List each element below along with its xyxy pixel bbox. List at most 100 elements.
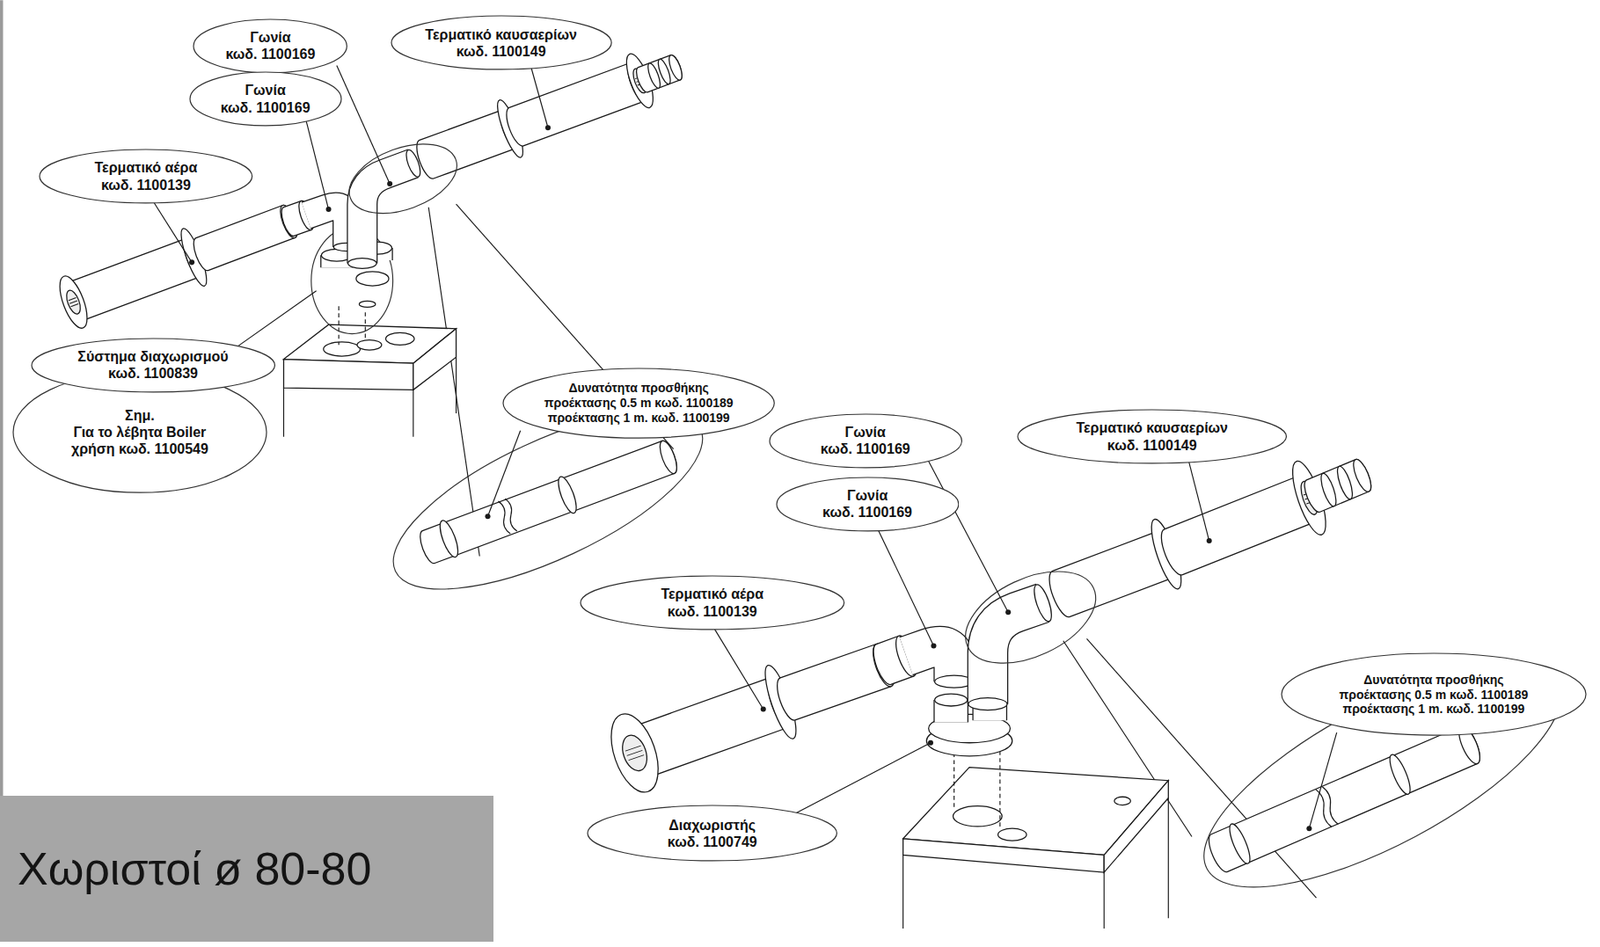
callout-ellipse: Τερματικό αέρα κωδ. 1100139 — [579, 575, 846, 631]
pipe-ring — [1334, 464, 1356, 501]
boiler-edge — [902, 854, 904, 929]
callout-text: Δυνατότητα προσθήκης προέκτασης 0.5 m κω… — [544, 380, 734, 425]
leader-dot — [930, 643, 936, 650]
boiler-edge — [412, 389, 414, 437]
guide-line — [999, 751, 1001, 829]
boiler-edge — [1168, 797, 1169, 919]
zoom-line — [1086, 638, 1316, 899]
callout-shape — [189, 72, 342, 126]
text-line: προέκτασης 0.5 m κωδ. 1100189 — [1339, 687, 1529, 703]
leader-line — [877, 528, 935, 646]
pipe-ring — [1114, 796, 1132, 805]
text-line: κωδ. 1100149 — [1075, 437, 1228, 454]
leader-line — [714, 628, 764, 710]
leader-line — [928, 461, 1009, 614]
pipe — [634, 53, 686, 95]
callout-texts: Σημ. Για το λέβητα Boiler χρήση κωδ. 110… — [71, 407, 209, 459]
pipe-ring — [555, 474, 580, 516]
leader-dot — [545, 124, 551, 131]
leader-line — [306, 120, 329, 210]
pipe — [1205, 723, 1485, 876]
callout-shape — [193, 19, 347, 74]
leader-dot — [927, 740, 934, 746]
callout-shape — [39, 149, 253, 204]
leader-line — [530, 65, 548, 128]
break-line — [1313, 788, 1336, 828]
callout-outline — [586, 804, 838, 863]
callout-texts: Τερματικό αέρα κωδ. 1100139 — [94, 159, 198, 193]
leader-line — [153, 201, 192, 264]
text-line: κωδ. 1100169 — [820, 440, 911, 458]
leader-dot — [760, 706, 767, 712]
callout-text: Διαχωριστής κωδ. 1100749 — [667, 817, 758, 851]
break-mark — [1313, 785, 1342, 829]
pipe — [416, 438, 680, 566]
leader-dot — [1306, 825, 1312, 832]
pipe-body — [416, 438, 680, 566]
pipe-ring — [618, 731, 652, 775]
callout-texts: Σύστημα διαχωρισμού κωδ. 1100839 — [77, 348, 228, 382]
pipe-body — [1205, 723, 1485, 876]
pipe-ring — [348, 258, 377, 270]
callout-ellipse: Διαχωριστής κωδ. 1100749 — [586, 804, 838, 863]
leader-line — [488, 431, 521, 517]
pipe-ring — [54, 272, 94, 332]
callout-texts: Διαχωριστής κωδ. 1100749 — [667, 817, 758, 851]
grille-bar — [69, 300, 78, 304]
text-line: Τερματικό αέρα — [660, 585, 764, 603]
pipe-ring — [1386, 752, 1415, 797]
pipe-ring — [436, 518, 461, 560]
elbow-outline — [306, 206, 347, 248]
text-line: Δυνατότητα προσθήκης — [1339, 672, 1529, 688]
callout-texts: Τερματικό αέρα κωδ. 1100139 — [660, 585, 764, 620]
callout-texts: Γωνία κωδ. 1100169 — [225, 29, 315, 63]
callout-outline — [1016, 409, 1287, 465]
break-mark — [495, 497, 520, 535]
elbow-body — [987, 603, 1044, 705]
boiler-side — [1103, 781, 1169, 873]
break-line — [502, 497, 520, 533]
zoom-outline — [951, 553, 1111, 683]
callout-ellipse: Τερματικό καυσαερίων κωδ. 1100149 — [1016, 409, 1287, 465]
pipe-end — [656, 438, 680, 476]
callout-text: Τερματικό αέρα κωδ. 1100139 — [94, 159, 198, 193]
pipe-ring — [656, 58, 673, 87]
pipe-ring — [602, 708, 668, 799]
callout-shape — [503, 368, 775, 439]
boiler-edge — [1103, 872, 1105, 929]
leader-line — [1188, 461, 1209, 541]
title-band: Χωριστοί ø 80-80 — [0, 796, 494, 943]
callout-text: Σύστημα διαχωρισμού κωδ. 1100839 — [77, 348, 228, 382]
callout-texts: Τερματικό καυσαερίων κωδ. 1100149 — [1075, 419, 1228, 453]
pipe-ring — [1226, 821, 1255, 866]
grille — [625, 745, 644, 761]
text-line: Σημ. — [71, 407, 209, 424]
grille-bar — [627, 750, 643, 756]
callout-shape — [1281, 653, 1586, 736]
callout-text: Γωνία κωδ. 1100169 — [220, 81, 311, 116]
leader-line — [1308, 732, 1337, 829]
text-line: κωδ. 1100139 — [660, 603, 764, 621]
drawing — [0, 0, 1592, 931]
callout-ellipse: Γωνία κωδ. 1100169 — [775, 476, 960, 533]
callout-outline — [390, 14, 613, 71]
leader-line — [796, 743, 931, 814]
text-line: Για το λέβητα Boiler — [71, 423, 209, 441]
grille-bar — [68, 297, 77, 300]
text-line: Τερματικό αέρα — [94, 159, 198, 176]
callout-ellipse: Γωνία κωδ. 1100169 — [192, 18, 348, 74]
text-line: κωδ. 1100169 — [822, 504, 913, 521]
callout-texts: Δυνατότητα προσθήκης προέκτασης 0.5 m κω… — [544, 380, 734, 425]
callout-text: Τερματικό καυσαερίων κωδ. 1100149 — [424, 26, 578, 60]
callout-shape — [769, 414, 962, 468]
pipe-ring — [64, 288, 84, 316]
callout-text: Τερματικό καυσαερίων κωδ. 1100149 — [1075, 419, 1228, 453]
guide-line — [953, 752, 955, 809]
leader-line — [236, 291, 316, 348]
title-text: Χωριστοί ø 80-80 — [0, 842, 372, 896]
pipe-ring — [357, 340, 382, 351]
text-line: κωδ. 1100169 — [225, 45, 315, 63]
pipe-ring — [968, 698, 1008, 711]
pipe-ring — [386, 332, 415, 345]
callout-text: Σημ. Για το λέβητα Boiler χρήση κωδ. 110… — [71, 407, 209, 459]
